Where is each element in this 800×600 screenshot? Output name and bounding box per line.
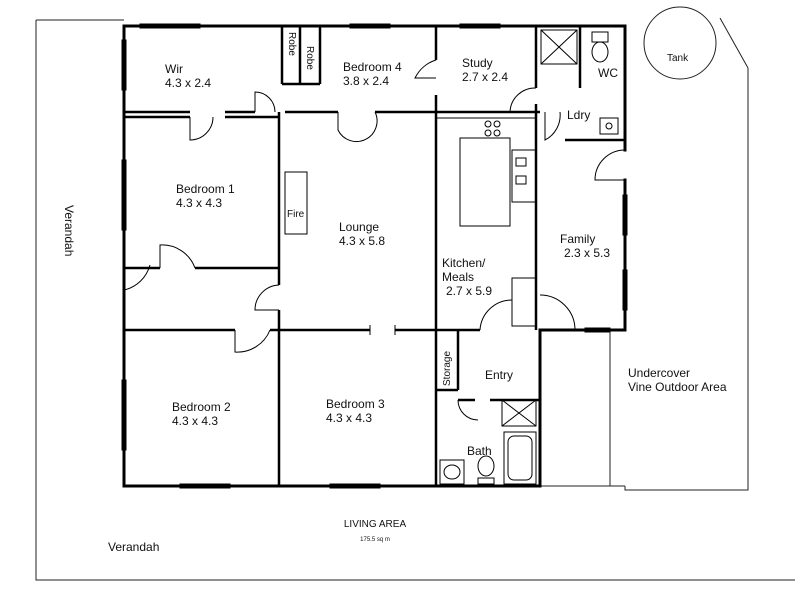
storage-label: Storage (442, 350, 453, 386)
room-bedroom2-dims: 4.3 x 4.3 (172, 414, 219, 428)
kitchen-fittings (436, 117, 537, 327)
outdoor-area-label: Undercover Vine Outdoor Area (628, 366, 727, 394)
outdoor-line-2: Vine Outdoor Area (628, 380, 727, 394)
room-bedroom4: Bedroom 4 3.8 x 2.4 (343, 60, 402, 88)
room-ldry-name: Ldry (567, 108, 591, 122)
room-bedroom4-name: Bedroom 4 (343, 60, 402, 74)
fire-label: Fire (287, 209, 305, 220)
room-wir-dims: 4.3 x 2.4 (165, 76, 212, 90)
living-area-label: LIVING AREA (343, 519, 407, 530)
water-tank (643, 6, 717, 80)
door-swings (123, 59, 626, 421)
fireplace (284, 171, 308, 235)
room-study-dims: 2.7 x 2.4 (462, 70, 509, 84)
room-bedroom3-dims: 4.3 x 4.3 (326, 411, 373, 425)
robe-label-1: Robe (286, 32, 297, 56)
room-family: Family 2.3 x 5.3 (560, 232, 610, 260)
verandah-bottom-label: Verandah (108, 540, 160, 554)
room-entry-name: Entry (485, 368, 514, 382)
bath-fittings (439, 399, 537, 485)
room-study-name: Study (462, 56, 493, 70)
window-marks (121, 23, 628, 489)
robe-label-2: Robe (304, 46, 315, 70)
wet-area-fittings (540, 29, 619, 135)
opening-marks (369, 325, 396, 335)
interior-walls (122, 26, 625, 486)
verandah-left-label: Verandah (62, 205, 76, 257)
outdoor-line-1: Undercover (628, 366, 691, 380)
room-bath-name: Bath (467, 444, 492, 458)
room-wc: WC (598, 66, 618, 80)
room-bath: Bath (467, 444, 492, 458)
room-lounge-name: Lounge (339, 220, 380, 234)
room-bedroom1-name: Bedroom 1 (176, 182, 235, 196)
room-bedroom2-name: Bedroom 2 (172, 400, 231, 414)
room-kitchen-dims: 2.7 x 5.9 (446, 284, 493, 298)
room-bedroom1: Bedroom 1 4.3 x 4.3 (176, 182, 235, 210)
room-bedroom1-dims: 4.3 x 4.3 (176, 196, 223, 210)
room-bedroom4-dims: 3.8 x 2.4 (343, 74, 390, 88)
tank-label: Tank (667, 53, 689, 64)
room-kitchen: Kitchen/ Meals 2.7 x 5.9 (442, 256, 492, 298)
room-kitchen-name: Kitchen/ Meals (442, 256, 486, 284)
living-area-size: 175.5 sq m (360, 537, 390, 543)
room-wir: Wir 4.3 x 2.4 (165, 62, 211, 90)
room-study: Study 2.7 x 2.4 (462, 56, 508, 84)
room-wir-name: Wir (165, 62, 183, 76)
room-bedroom3-name: Bedroom 3 (326, 397, 385, 411)
room-lounge: Lounge 4.3 x 5.8 (339, 220, 385, 248)
room-bedroom2: Bedroom 2 4.3 x 4.3 (172, 400, 231, 428)
room-entry: Entry (485, 368, 513, 382)
room-family-name: Family (560, 232, 596, 246)
room-bedroom3: Bedroom 3 4.3 x 4.3 (326, 397, 385, 425)
room-wc-name: WC (598, 66, 618, 80)
site-outline (35, 17, 795, 581)
room-ldry: Ldry (567, 108, 590, 122)
room-family-dims: 2.3 x 5.3 (564, 246, 611, 260)
room-lounge-dims: 4.3 x 5.8 (339, 234, 386, 248)
